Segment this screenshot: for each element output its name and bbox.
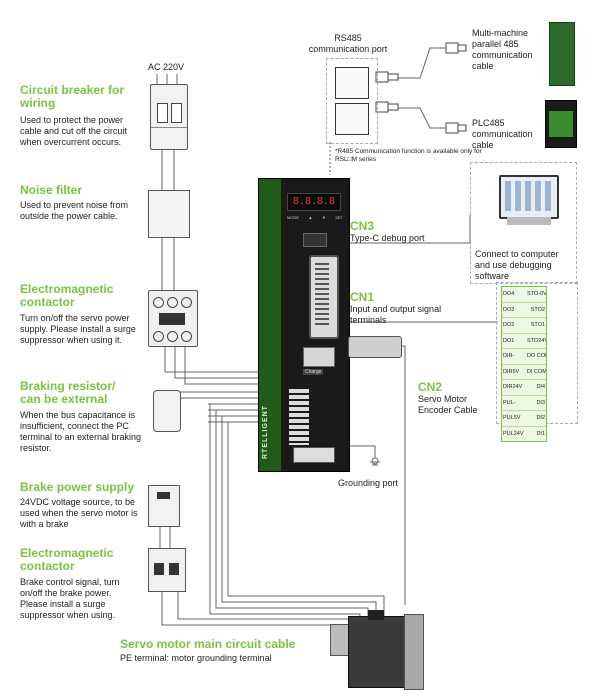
grounding-label: Grounding port bbox=[338, 478, 399, 488]
computer-box bbox=[470, 162, 577, 284]
terminal-row: DIR-DO COM bbox=[502, 349, 546, 365]
motor-heading: Servo motor main circuit cable bbox=[120, 637, 296, 651]
cn1-label: Input and output signal terminals bbox=[350, 304, 442, 325]
charge-label: Charge bbox=[303, 369, 324, 375]
plc485-cable-label: PLC485 communication cable bbox=[472, 118, 533, 150]
contactor-icon bbox=[148, 290, 198, 347]
brake-power-supply-icon bbox=[148, 485, 180, 527]
rs485-note: *R485 Communication function is availabl… bbox=[335, 148, 482, 163]
power-terminal-block bbox=[289, 389, 309, 445]
contactor-heading: Electromagnetic contactor bbox=[20, 282, 114, 309]
cn1-port[interactable] bbox=[309, 255, 339, 339]
brake-contactor-heading: Electromagnetic contactor bbox=[20, 546, 114, 573]
set-button[interactable]: SET bbox=[335, 215, 343, 220]
servo-motor-icon bbox=[330, 610, 424, 690]
rs485-title: RS485 communication port bbox=[308, 33, 388, 54]
cn2-label: Servo Motor Encoder Cable bbox=[418, 394, 478, 415]
drive-display: 8.8.8.8 bbox=[287, 193, 341, 211]
contactor-description: Turn on/off the servo power supply. Plea… bbox=[20, 313, 136, 345]
cn2-tag: CN2 bbox=[418, 380, 443, 394]
circuit-breaker-icon bbox=[150, 84, 188, 150]
filter-heading: Noise filter bbox=[20, 183, 83, 197]
cn1-tag: CN1 bbox=[350, 290, 375, 304]
plc-device-icon bbox=[545, 100, 577, 148]
parallel-device-icon bbox=[549, 22, 575, 86]
cn3-tag: CN3 bbox=[350, 219, 375, 233]
filter-description: Used to prevent noise from outside the p… bbox=[20, 200, 129, 221]
cn3-label: Type-C debug port bbox=[350, 233, 425, 243]
ac-voltage-label: AC 220V bbox=[148, 62, 185, 72]
ground-terminal bbox=[293, 447, 335, 463]
servo-drive: RTELLIGENT 8.8.8.8 MODE ▲ ▼ SET Charge bbox=[258, 178, 350, 472]
brake-contactor-icon bbox=[148, 548, 186, 592]
drive-brand: RTELLIGENT bbox=[262, 405, 278, 459]
brake-contactor-description: Brake control signal, turn on/off the br… bbox=[20, 577, 120, 620]
multi-machine-cable-label: Multi-machine parallel 485 communication… bbox=[472, 28, 533, 71]
cn3-port[interactable] bbox=[303, 233, 327, 247]
down-button[interactable]: ▼ bbox=[321, 215, 326, 220]
encoder-connector-icon bbox=[348, 336, 402, 358]
breaker-heading: Circuit breaker for wiring bbox=[20, 83, 125, 110]
breaker-description: Used to protect the power cable and cut … bbox=[20, 115, 127, 147]
resistor-heading: Braking resistor/ can be external bbox=[20, 379, 116, 406]
brake-power-heading: Brake power supply bbox=[20, 480, 135, 494]
motor-description: PE terminal: motor grounding terminal bbox=[120, 653, 272, 663]
noise-filter-icon bbox=[148, 190, 190, 238]
up-button[interactable]: ▲ bbox=[308, 215, 313, 220]
mode-button[interactable]: MODE bbox=[287, 215, 299, 220]
cn2-port[interactable] bbox=[303, 347, 335, 367]
braking-resistor-icon bbox=[153, 390, 181, 432]
brake-power-description: 24VDC voltage source, to be used when th… bbox=[20, 497, 138, 529]
rs485-port-box bbox=[326, 58, 378, 144]
terminal-row: PUL-DI3 bbox=[502, 395, 546, 411]
computer-label: Connect to computer and use debugging so… bbox=[475, 249, 559, 281]
computer-icon bbox=[499, 175, 559, 219]
resistor-description: When the bus capacitance is insufficient… bbox=[20, 410, 142, 453]
